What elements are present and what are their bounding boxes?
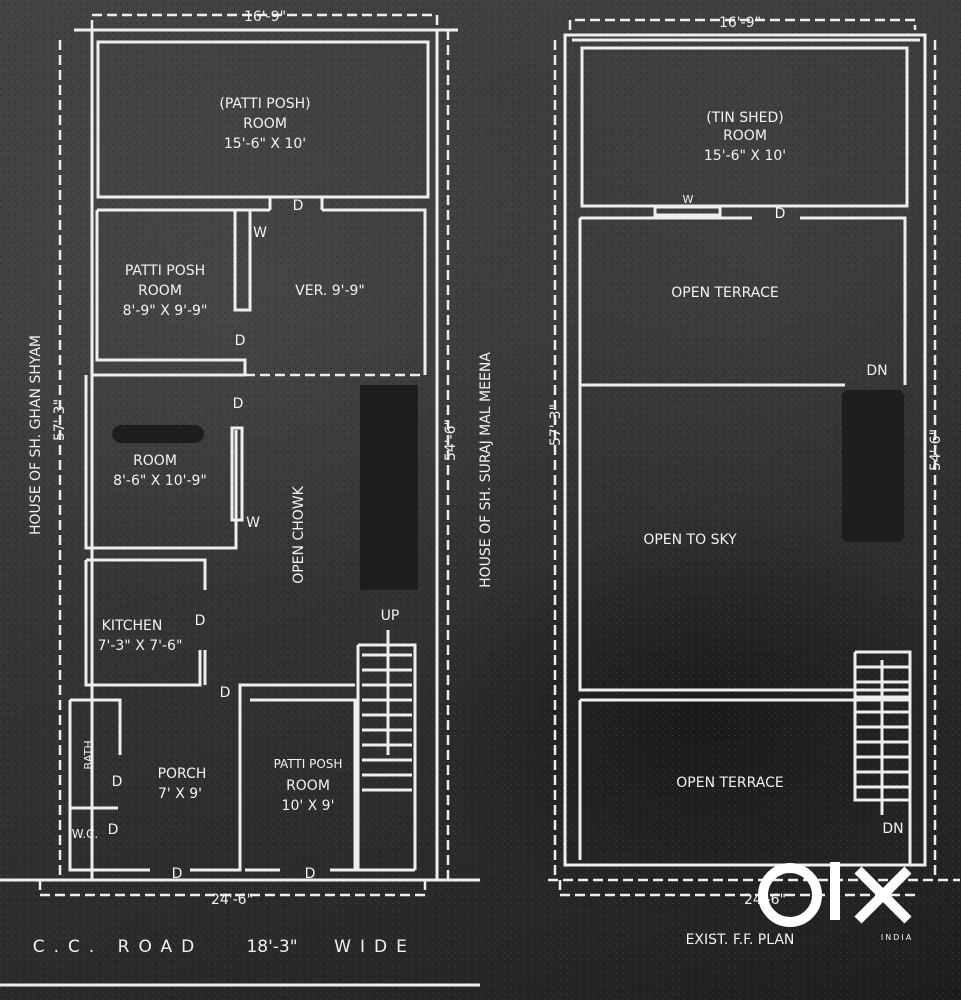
room-size: 8'-6" X 10'-9" (113, 473, 207, 489)
window-mark: W (253, 225, 267, 241)
top-dimension: 16'-9" (244, 9, 286, 25)
road-width: 18'-3" (246, 937, 297, 957)
room-label: ROOM (286, 778, 330, 794)
stair-down-label: DN (882, 821, 903, 837)
redaction-mark (360, 385, 418, 590)
door-mark: D (235, 333, 246, 349)
verandah-label: VER. 9'-9" (295, 283, 365, 299)
olx-watermark-logo: INDIA (758, 862, 913, 942)
door-mark: D (233, 396, 244, 412)
room-size: 15'-6" X 10' (704, 148, 786, 164)
room-label: ROOM (133, 453, 177, 469)
room-size: 8'-9" X 9'-9" (123, 303, 208, 319)
room-size: 10' X 9' (282, 798, 335, 814)
terrace-label: OPEN TERRACE (671, 285, 778, 301)
room-size: 15'-6" X 10' (224, 136, 306, 152)
bottom-dimension: 24'-6" (211, 892, 253, 908)
room-label: PATTI POSH (125, 263, 205, 279)
redaction-mark (112, 425, 204, 443)
left-neighbor-label: HOUSE OF SH. GHAN SHYAM (28, 335, 44, 535)
window-mark: W (246, 515, 260, 531)
door-mark: D (195, 613, 206, 629)
room-label: (PATTI POSH) (219, 96, 310, 112)
right-dimension: 54'-6" (928, 429, 944, 471)
door-mark: D (172, 866, 183, 882)
terrace-label: OPEN TERRACE (676, 775, 783, 791)
top-dimension-line (90, 13, 439, 30)
door-mark: D (220, 685, 231, 701)
room-label: ROOM (723, 128, 767, 144)
room-label: PORCH (158, 766, 207, 782)
door-mark: D (305, 866, 316, 882)
room-label: PATTI POSH (274, 757, 343, 771)
room-size: 7' X 9' (158, 786, 202, 802)
door-mark: D (775, 206, 786, 222)
room-label: ROOM (243, 116, 287, 132)
stair-up-label: UP (381, 608, 400, 624)
open-chowk-label: OPEN CHOWK (291, 485, 307, 583)
room-size: 7'-3" X 7'-6" (98, 638, 183, 654)
door-mark: D (108, 822, 119, 838)
road-label: C.C. ROAD (33, 937, 204, 957)
redaction-mark (842, 390, 904, 542)
room-label: W.C. (72, 827, 99, 841)
ground-floor-plan: 16'-9" (PATTI POSH) ROOM 15'-6" X 10' D … (0, 9, 494, 987)
room-label: BATH (82, 740, 95, 769)
open-to-sky-label: OPEN TO SKY (643, 532, 737, 548)
plan-title: EXIST. F.F. PLAN (686, 932, 795, 948)
left-dimension: 57'-3" (52, 399, 68, 441)
room-label: KITCHEN (102, 618, 163, 634)
room-label: ROOM (138, 283, 182, 299)
door-mark: D (112, 774, 123, 790)
first-floor-plan: 16'-9" (TIN SHED) ROOM 15'-6" X 10' W D … (548, 15, 960, 948)
left-dimension: 57'-3" (548, 404, 564, 446)
staircase-up (362, 630, 412, 792)
top-dimension: 16'-9" (719, 15, 761, 31)
right-neighbor-label: HOUSE OF SH. SURAJ MAL MEENA (478, 352, 494, 588)
room-label: (TIN SHED) (706, 110, 784, 126)
watermark-sub: INDIA (881, 933, 913, 942)
window-mark: W (683, 193, 694, 206)
door-mark: D (293, 198, 304, 214)
staircase-down (853, 650, 912, 815)
right-dimension: 54'-6" (443, 419, 459, 461)
road-wide-label: WIDE (334, 937, 416, 957)
stair-down-label: DN (866, 363, 887, 379)
